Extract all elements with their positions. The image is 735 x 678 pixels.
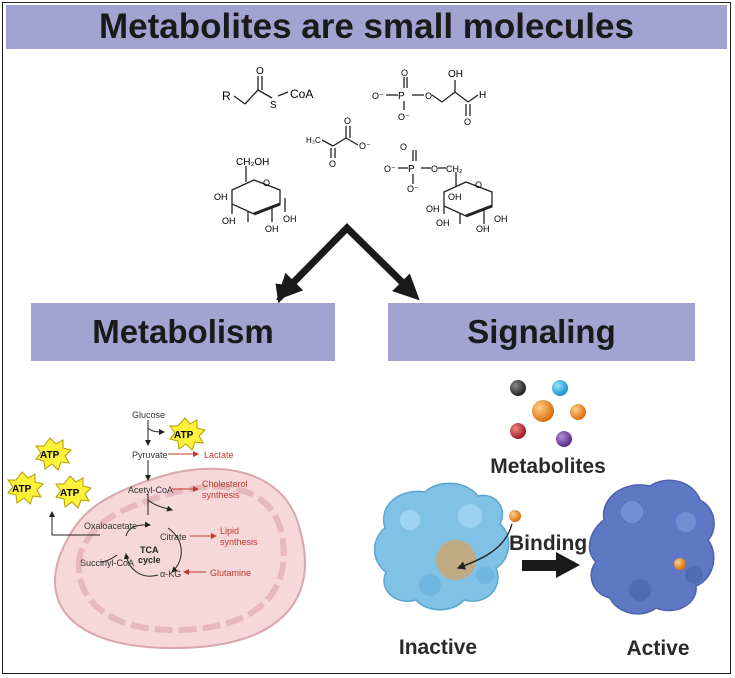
g6p-ch2-label: CH₂: [446, 164, 463, 174]
atp-burst-3: ATP: [7, 471, 44, 505]
tca-label-2: cycle: [138, 555, 161, 565]
glucose-oh4-label: OH: [283, 214, 297, 224]
pathway-arrows: [49, 420, 182, 577]
g6p-oh1-label: OH: [426, 204, 440, 214]
atp-label-2: ATP: [40, 450, 60, 461]
metabolite-ball-purple: [556, 431, 572, 447]
pathway-side-arrows: [168, 451, 217, 575]
acyl-coa-label: CoA: [290, 87, 313, 101]
inactive-label: Inactive: [399, 636, 477, 659]
phospho-o-minus-2-label: O⁻: [398, 112, 410, 122]
g6p-oh4-label: OH: [494, 214, 508, 224]
phospho-o-minus-label: O⁻: [372, 91, 384, 101]
phospho-o-ring-label: O: [425, 91, 432, 101]
title-banner: Metabolites are small molecules: [6, 5, 727, 49]
binding-metabolite-ball: [509, 510, 521, 522]
glucose-label: Glucose: [132, 410, 165, 420]
phospho-h-label: H: [479, 90, 486, 101]
activation-arrow: [522, 552, 580, 578]
g6p-p-label: P: [408, 164, 415, 175]
glucose-phosphate-molecule: [398, 150, 493, 224]
g6p-o-link-label: O: [431, 164, 438, 174]
phospho-o-aldehyde-label: O: [464, 117, 471, 127]
metabolite-ball-orange-small: [570, 404, 586, 420]
g6p-o-top-label: O: [400, 142, 407, 152]
glucose-o-label: O: [263, 178, 270, 188]
glucose-oh1-label: OH: [214, 192, 228, 202]
protein-active: [588, 479, 715, 615]
g6p-oh5-label: OH: [436, 218, 450, 228]
atp-label-4: ATP: [60, 488, 80, 499]
lactate-label: Lactate: [204, 450, 234, 460]
atp-burst-1: ATP: [169, 417, 206, 451]
phospho-p-label: P: [398, 91, 405, 102]
acyl-r-label: R: [222, 89, 231, 103]
pyruvate-o-minus-label: O⁻: [359, 141, 371, 151]
metabolite-balls: [510, 380, 586, 447]
metabolites-label: Metabolites: [490, 455, 606, 478]
cholesterol-label-2: synthesis: [202, 490, 240, 500]
metabolite-ball-orange-large: [532, 400, 554, 422]
glucose-oh3-label: OH: [265, 224, 279, 234]
pyruvate-o-bottom-label: O: [329, 159, 336, 169]
atp-burst-4: ATP: [55, 475, 92, 509]
acyl-s-label: S: [270, 100, 277, 111]
metabolite-ball-blue: [552, 380, 568, 396]
metabolite-ball-black: [510, 380, 526, 396]
atp-bursts: ATP ATP ATP ATP: [7, 417, 206, 509]
atp-label-3: ATP: [12, 484, 32, 495]
acyl-coa-molecule: [233, 76, 289, 105]
g6p-oh2-label: OH: [448, 192, 462, 202]
binding-label: Binding: [509, 532, 587, 555]
atp-label-1: ATP: [174, 430, 194, 441]
left-arrowhead-2: [276, 272, 304, 301]
atp-burst-2: ATP: [35, 437, 72, 471]
glutamine-label: Glutamine: [210, 568, 251, 578]
acetyl-coa-label: Acetyl-CoA: [128, 485, 173, 495]
binding-pocket: [436, 540, 476, 580]
metabolite-ball-red: [510, 423, 526, 439]
branch-arrows: [275, 223, 420, 304]
glucose-oh2-label: OH: [222, 216, 236, 226]
protein-inactive: [373, 482, 510, 611]
g6p-o-minus-label: O⁻: [384, 164, 396, 174]
active-label: Active: [626, 637, 689, 660]
tca-label-1: TCA: [140, 545, 159, 555]
phospho-aldehyde-molecule: [386, 77, 479, 116]
g6p-oh3-label: OH: [476, 224, 490, 234]
g6p-o-ring-label: O: [475, 180, 482, 190]
metabolism-header: Metabolism: [31, 303, 335, 361]
pyruvate-molecule: [321, 126, 359, 158]
phospho-oh-label: OH: [448, 69, 463, 80]
lipid-label-2: synthesis: [220, 537, 258, 547]
signaling-header: Signaling: [388, 303, 695, 361]
cholesterol-label-1: Cholesterol: [202, 479, 248, 489]
lipid-label-1: Lipid: [220, 526, 239, 536]
right-arrowhead: [392, 273, 420, 301]
pyruvate-o-top-label: O: [344, 116, 351, 126]
binding-curve-arrow: [456, 523, 513, 570]
citrate-label: Citrate: [160, 532, 187, 542]
glucose-ch2oh-label: CH₂OH: [236, 157, 269, 168]
bound-metabolite-ball: [674, 558, 686, 570]
pyruvate-h3c-label: H₃C: [306, 136, 321, 145]
akg-label: α-KG: [160, 569, 181, 579]
phospho-o-double-label: O: [401, 68, 408, 78]
pyruvate-label: Pyruvate: [132, 450, 168, 460]
oxaloacetate-label: Oxaloacetate: [84, 521, 137, 531]
succinyl-coa-label: Succinyl-CoA: [80, 558, 134, 568]
g6p-o-minus-2-label: O⁻: [407, 184, 419, 194]
glucose-molecule: [231, 166, 286, 222]
acyl-o-label: O: [256, 66, 264, 77]
